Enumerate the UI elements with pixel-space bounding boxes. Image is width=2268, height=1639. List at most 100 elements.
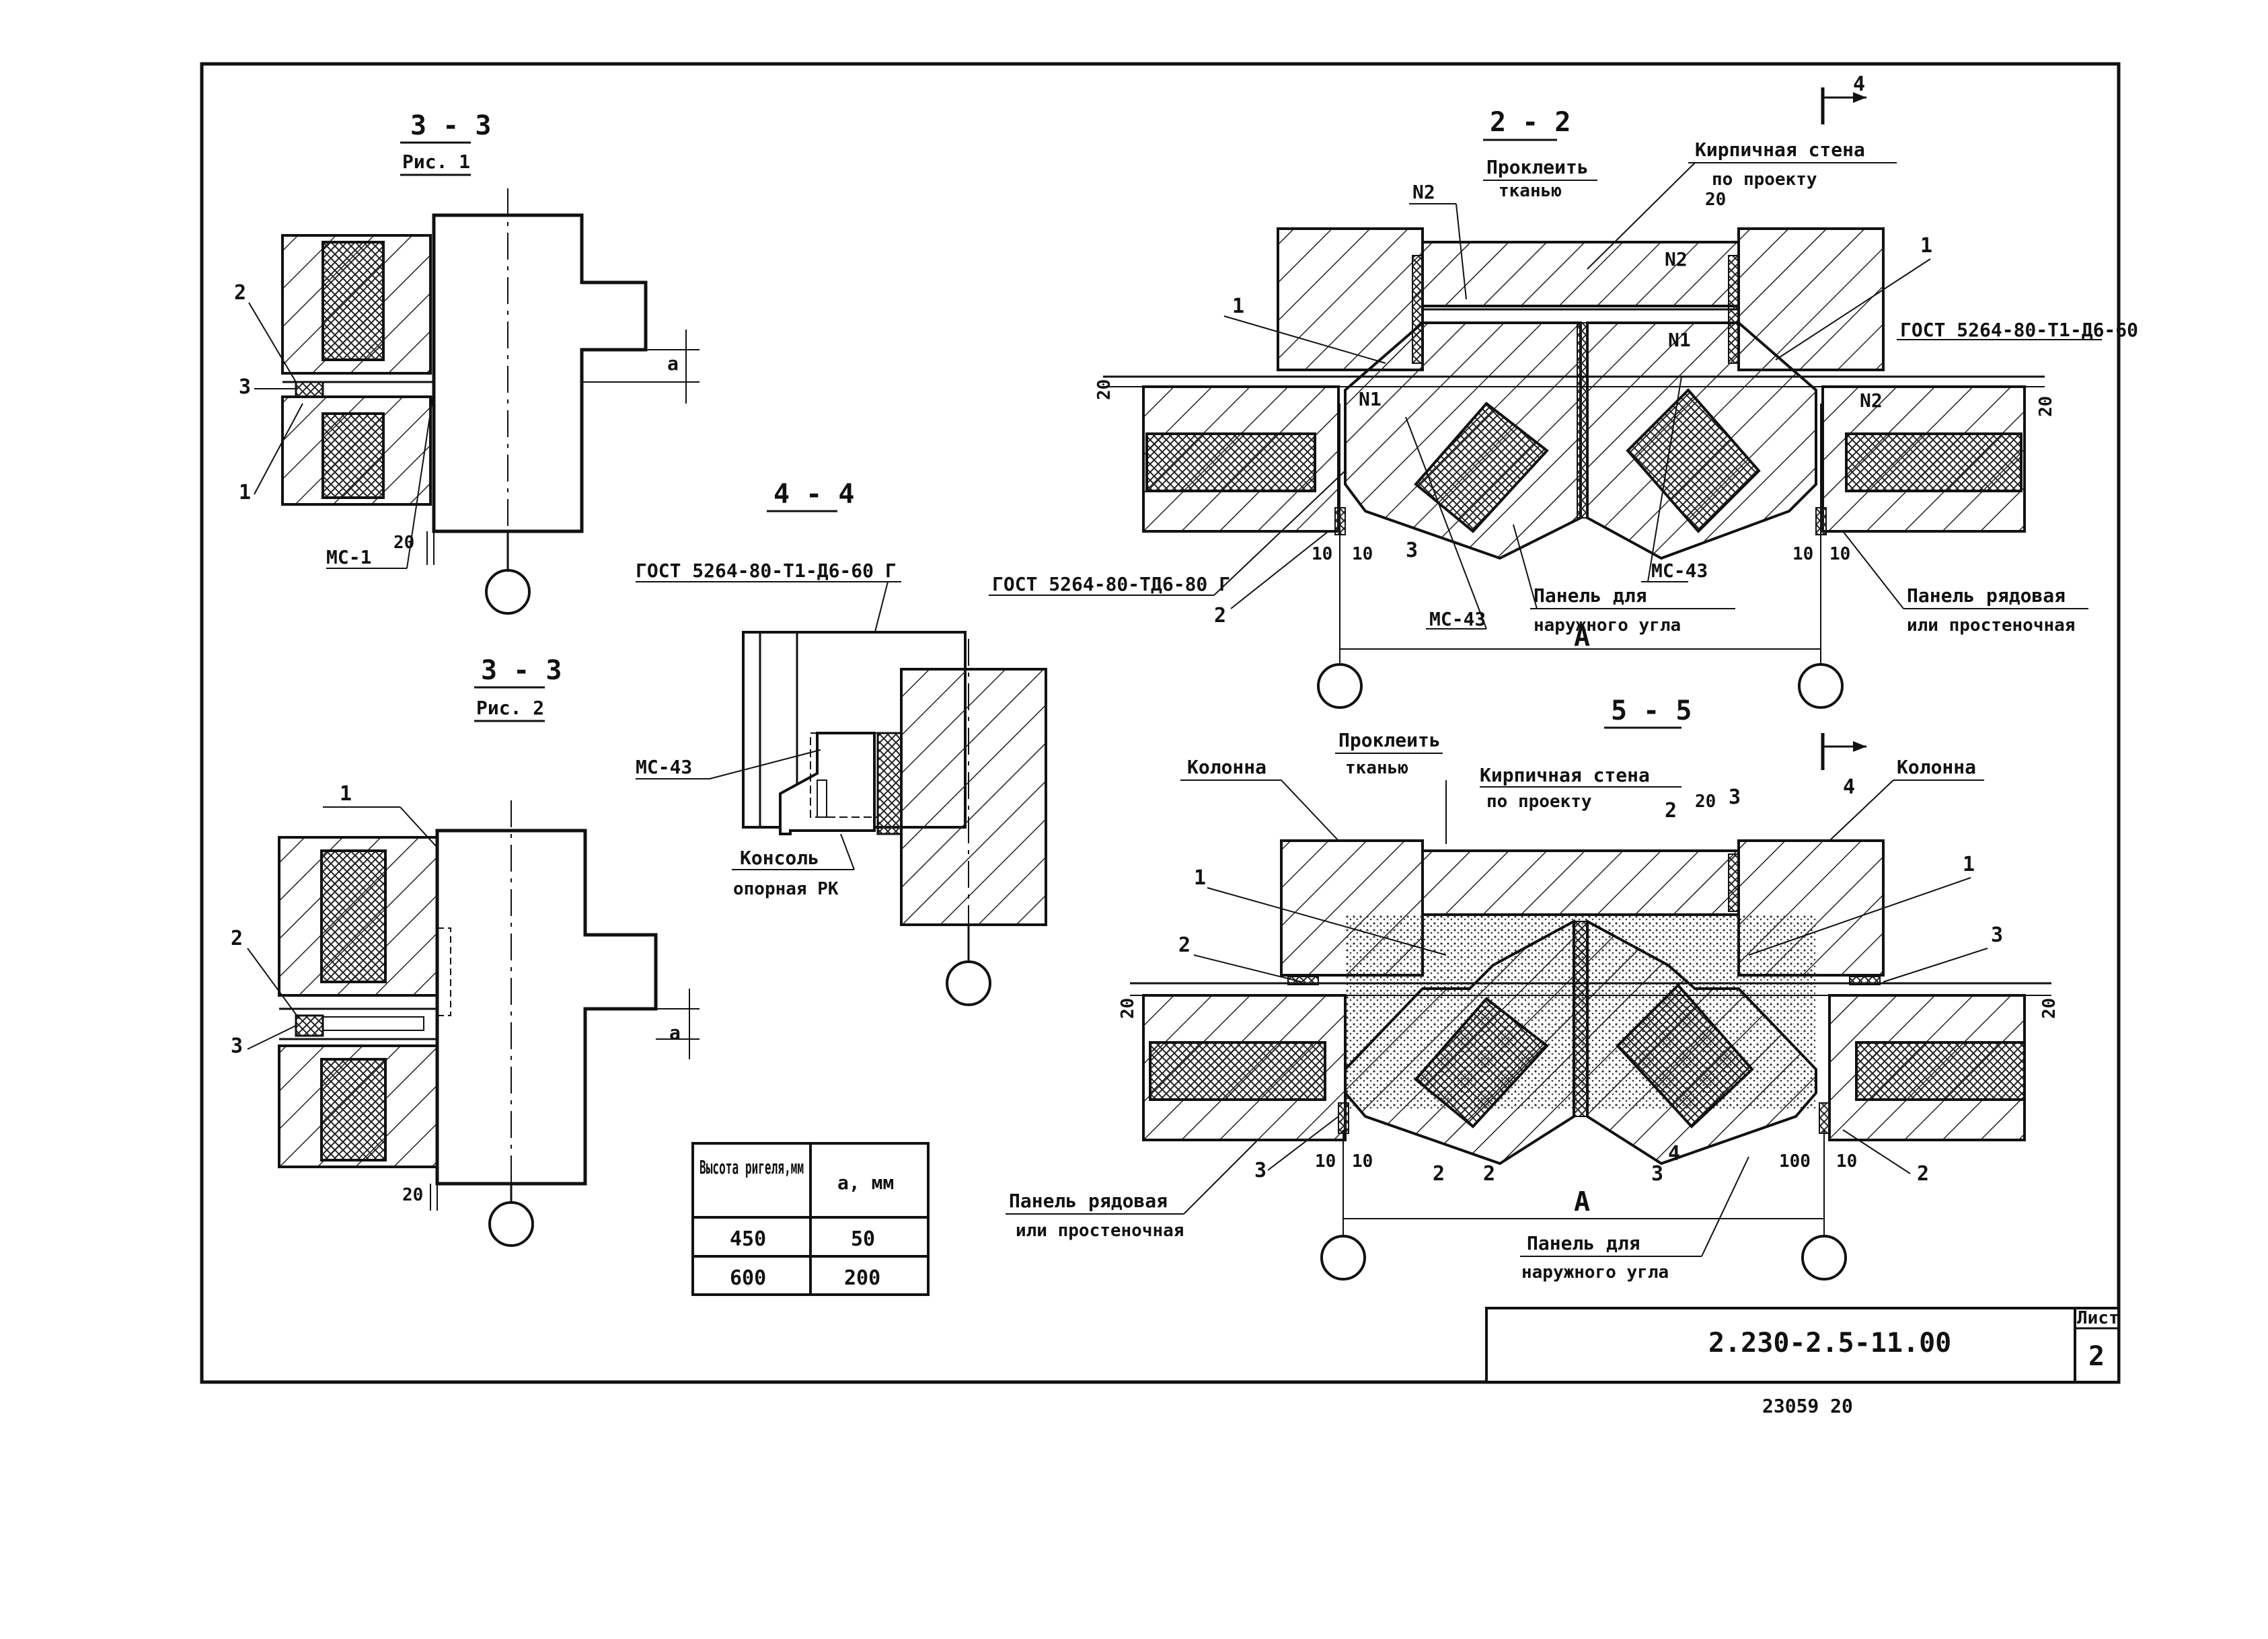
callout-3: 3 bbox=[1254, 1159, 1267, 1182]
label-outer-panel-sub: наружного угла bbox=[1521, 1262, 1669, 1283]
label-glue-sub: тканью bbox=[1345, 758, 1408, 778]
callout-2: 2 bbox=[1214, 604, 1226, 627]
callout-1: 1 bbox=[239, 481, 251, 504]
dim-10: 10 bbox=[1792, 544, 1813, 564]
section-4-4: 4 - 4 ГОСТ 5264-80-Т1-Д6-60 Г МС-43 Конс… bbox=[636, 479, 1047, 1006]
dim-10: 10 bbox=[1829, 544, 1850, 564]
label-brick: Кирпичная стена bbox=[1480, 764, 1650, 786]
dim-20: 20 bbox=[1705, 190, 1726, 210]
insulation-left bbox=[1414, 997, 1549, 1129]
label-mc43: МС-43 bbox=[636, 756, 692, 778]
column-section bbox=[900, 668, 1047, 926]
section-title: 3 - 3 bbox=[410, 110, 491, 141]
dim-20: 20 bbox=[1695, 792, 1716, 812]
label-brick-sub: по проекту bbox=[1486, 792, 1592, 812]
axis-circle bbox=[1320, 1235, 1366, 1281]
dim-A: А bbox=[1574, 621, 1590, 652]
callout-3: 3 bbox=[231, 1034, 243, 1058]
title-block: 2.230-2.5-11.00 Лист 2 23059 20 bbox=[1485, 1307, 2120, 1417]
dim-10: 10 bbox=[1312, 544, 1332, 564]
section-mark: 4 bbox=[1853, 73, 1865, 96]
section-subtitle: Рис. 1 bbox=[402, 151, 470, 173]
sheet-label: Лист bbox=[2077, 1308, 2119, 1328]
axis-circle bbox=[1801, 1235, 1847, 1281]
axis-circle bbox=[946, 960, 991, 1006]
label-brick: Кирпичная стена bbox=[1695, 139, 1865, 161]
joint-seal bbox=[295, 381, 324, 398]
label-n1: N1 bbox=[1668, 329, 1691, 351]
label-n2: N2 bbox=[1665, 248, 1688, 270]
table-cell: 450 bbox=[730, 1227, 766, 1251]
label-glue: Проклеить bbox=[1486, 156, 1589, 178]
insulation-right bbox=[1616, 983, 1754, 1129]
label-gost: ГОСТ 5264-80-Т1-Д6-60 bbox=[1900, 319, 2138, 341]
callout-2: 2 bbox=[234, 281, 246, 305]
label-gost: ГОСТ 5264-80-ТД6-80 Г bbox=[992, 573, 1230, 595]
section-title: 4 - 4 bbox=[773, 479, 854, 510]
dim-20: 20 bbox=[393, 533, 414, 553]
dim-20: 20 bbox=[2039, 998, 2059, 1019]
row-insulation-left bbox=[1149, 1041, 1326, 1101]
footer-code: 23059 20 bbox=[1762, 1395, 1853, 1417]
dim-20: 20 bbox=[1094, 379, 1114, 400]
callout-2: 2 bbox=[231, 927, 243, 950]
callout-3: 3 bbox=[1651, 1162, 1663, 1186]
insulation-lower bbox=[322, 412, 385, 499]
brick-wall bbox=[1421, 241, 1740, 307]
sheet-frame bbox=[200, 62, 2121, 1384]
dim-20: 20 bbox=[1118, 998, 1138, 1019]
section-3-3-fig2: 3 - 3 Рис. 2 а 1 2 3 20 bbox=[231, 655, 700, 1247]
dim-10: 10 bbox=[1352, 544, 1373, 564]
label-row-panel: Панель рядовая bbox=[1907, 584, 2066, 607]
insulation-upper bbox=[320, 849, 387, 983]
axis-circle bbox=[1317, 663, 1363, 709]
label-row-panel-sub: или простеночная bbox=[1016, 1221, 1184, 1241]
dim-10: 10 bbox=[1315, 1151, 1336, 1172]
section-subtitle: Рис. 2 bbox=[476, 697, 544, 719]
callout-1: 1 bbox=[1920, 234, 1932, 258]
label-outer-panel: Панель для bbox=[1527, 1232, 1640, 1254]
dim-A: А bbox=[1574, 1186, 1590, 1217]
label-glue: Проклеить bbox=[1338, 729, 1441, 751]
table-header-a: а, мм bbox=[837, 1172, 894, 1194]
label-n2: N2 bbox=[1860, 389, 1883, 412]
label-row-panel: Панель рядовая bbox=[1009, 1190, 1168, 1212]
label-mc43: МС-43 bbox=[1651, 560, 1708, 582]
callout-3: 3 bbox=[1991, 923, 2003, 947]
row-insulation-right bbox=[1855, 1041, 2026, 1101]
table-header-height: Высота ригеля,мм bbox=[700, 1156, 804, 1178]
table-cell: 200 bbox=[844, 1266, 880, 1290]
callout-2: 2 bbox=[1665, 799, 1677, 823]
callout-2: 2 bbox=[1178, 933, 1190, 957]
callout-3: 3 bbox=[1729, 786, 1741, 809]
axis-circle bbox=[488, 1201, 534, 1247]
dim-20: 20 bbox=[402, 1185, 423, 1205]
column-profile bbox=[435, 829, 658, 1186]
label-outer-panel-sub: наружного угла bbox=[1534, 615, 1681, 636]
callout-1: 1 bbox=[1194, 866, 1206, 890]
label-row-panel-sub: или простеночная bbox=[1907, 615, 2075, 636]
axis-circle bbox=[485, 569, 531, 615]
brick-wall bbox=[1421, 849, 1740, 916]
insulation-left bbox=[1414, 402, 1549, 533]
insulation-upper bbox=[322, 241, 385, 361]
insulation-lower bbox=[320, 1058, 387, 1161]
callout-1: 1 bbox=[1963, 853, 1975, 876]
label-outer-panel: Панель для bbox=[1534, 584, 1647, 607]
label-n2: N2 bbox=[1412, 181, 1435, 203]
label-brick-sub: по проекту bbox=[1712, 169, 1817, 190]
axis-circle bbox=[1798, 663, 1844, 709]
callout-3: 3 bbox=[1406, 539, 1418, 562]
callout-1: 1 bbox=[1232, 295, 1244, 318]
row-insulation-right bbox=[1845, 432, 2023, 492]
height-table: Высота ригеля,мм а, мм 450 50 600 200 bbox=[691, 1142, 930, 1296]
dim-a: а bbox=[669, 1022, 681, 1044]
section-title: 5 - 5 bbox=[1611, 695, 1692, 726]
label-console-sub: опорная РК bbox=[733, 879, 839, 899]
row-insulation-left bbox=[1145, 432, 1316, 492]
drawing-code: 2.230-2.5-11.00 bbox=[1708, 1328, 1951, 1359]
insulation-right bbox=[1626, 388, 1761, 533]
label-mc43: МС-43 bbox=[1429, 608, 1486, 630]
callout-4: 4 bbox=[1668, 1142, 1680, 1166]
